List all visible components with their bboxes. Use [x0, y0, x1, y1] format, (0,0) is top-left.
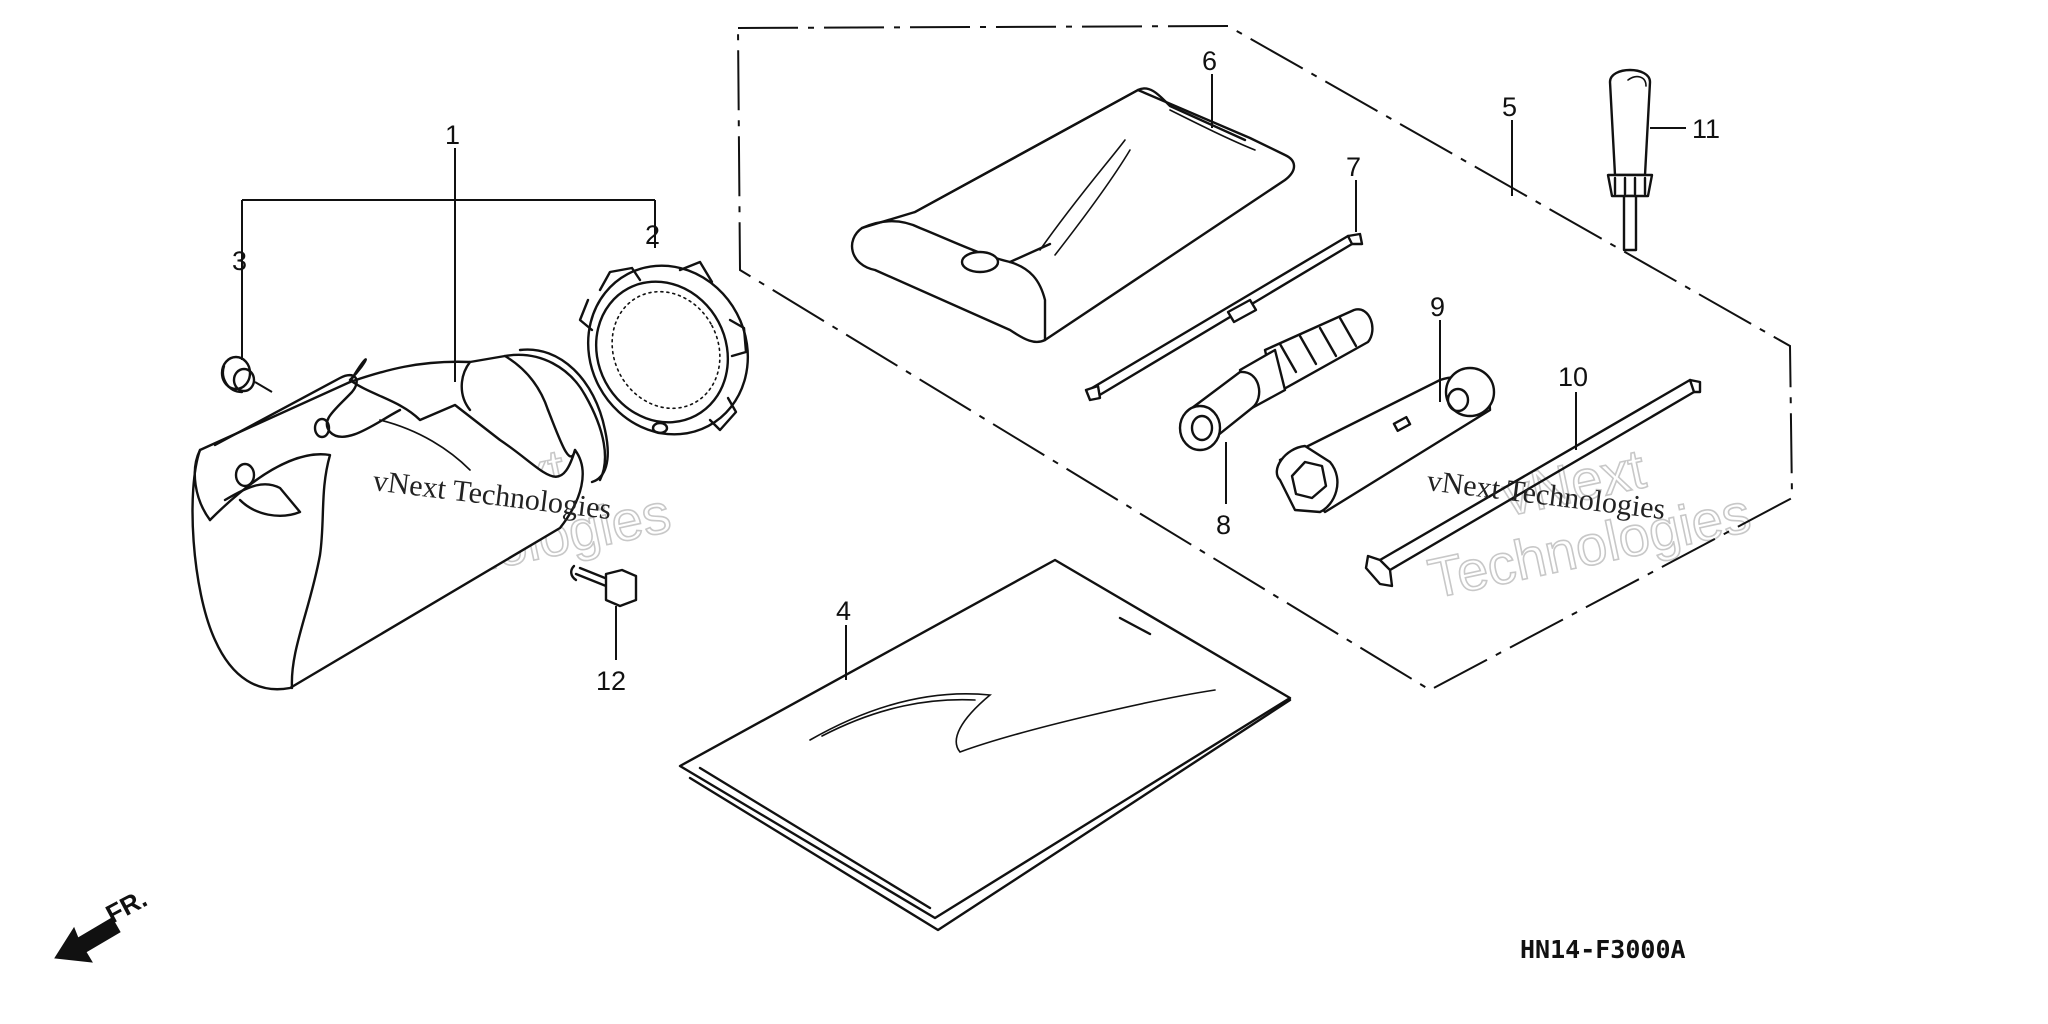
arrow-left-down-icon — [54, 917, 121, 963]
callout-5: 5 — [1502, 92, 1517, 122]
callout-11: 11 — [1692, 114, 1720, 144]
callout-8: 8 — [1216, 510, 1231, 540]
part-6-tool-bag — [850, 87, 1296, 344]
callout-1: 1 — [445, 120, 460, 150]
callout-7: 7 — [1346, 152, 1361, 182]
callout-2: 2 — [645, 220, 660, 250]
callout-3: 3 — [232, 246, 247, 276]
leader-lines — [241, 74, 1686, 680]
part-11-screwdriver — [1606, 68, 1654, 252]
tool-kit-boundary — [736, 24, 1794, 692]
callout-12: 12 — [596, 666, 626, 696]
front-indicator: FR. — [54, 883, 152, 963]
part-7-screwdriver — [1084, 232, 1364, 402]
callout-9: 9 — [1430, 292, 1445, 322]
part-9-box-wrench — [1275, 366, 1496, 514]
part-3-grommet — [220, 355, 256, 394]
part-1-tool-box — [191, 348, 609, 691]
callout-numbers: 1 2 3 4 5 6 7 8 9 10 11 12 — [232, 46, 1720, 696]
diagram-code: HN14-F3000A — [1520, 935, 1686, 964]
leader-3b — [254, 381, 273, 393]
part-4-manual — [678, 558, 1292, 932]
part-2-cap — [578, 260, 750, 436]
callout-10: 10 — [1558, 362, 1588, 392]
part-12-bolt — [570, 564, 638, 608]
callout-4: 4 — [836, 596, 851, 626]
part-10-hex-wrench — [1364, 378, 1702, 588]
callout-6: 6 — [1202, 46, 1217, 76]
part-8-plug-wrench — [1178, 308, 1374, 452]
